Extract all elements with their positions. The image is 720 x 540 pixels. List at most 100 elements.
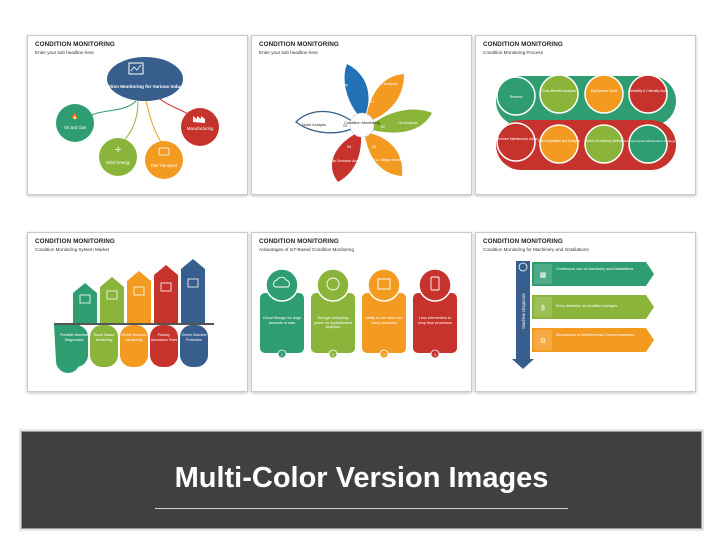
svg-text:Equipment Audit: Equipment Audit (591, 89, 617, 93)
machinery-diagram: Machine Diagnosis ▦ $ ⚙ Continuous use o… (512, 261, 654, 369)
node-oil-gas (56, 104, 94, 142)
process-diagram: Review Cost-Benefit Analysis Equipment A… (494, 74, 676, 170)
brain-gear-icon (326, 277, 340, 291)
svg-text:04: 04 (347, 144, 352, 149)
slide-title: CONDITION MONITORING (35, 41, 115, 48)
calendar-icon: ▦ (540, 272, 547, 279)
card-2 (311, 268, 355, 359)
slide-subtitle: Enter your sub headline here (259, 50, 318, 55)
fire-icon: 🔥 (71, 112, 78, 120)
machines-icon (377, 278, 391, 290)
node-label: Rail Transport (151, 163, 178, 168)
vertical-label: Machine Diagnosis (521, 293, 526, 328)
petal-label: Vibration Analysis (368, 82, 397, 86)
petal-label: Oil Analysis (398, 121, 417, 125)
robot-arm-icon (518, 262, 528, 272)
slide-petals[interactable]: CONDITION MONITORING Enter your sub head… (251, 35, 472, 195)
card-3 (362, 268, 406, 359)
center-bubble (107, 57, 183, 101)
slide-market[interactable]: CONDITION MONITORING Condition Monitorin… (27, 232, 248, 392)
item-online-monitoring (120, 325, 148, 367)
row-3: ⚙ (532, 328, 654, 352)
item-online-protection (180, 325, 208, 367)
iot-cards: 1 2 3 4 Cloud Storage for large amounts … (260, 268, 457, 359)
svg-text:2: 2 (332, 353, 334, 357)
slide-subtitle: Enter your sub headline here (35, 50, 94, 55)
money-icon: $ (541, 305, 545, 312)
petal-acoustic (331, 133, 362, 182)
node-label: Manufacturing (187, 126, 214, 131)
factory-test-icon (160, 282, 172, 292)
petal-label: Thermography (324, 83, 348, 87)
petal-label: Current & Voltage Monitoring (364, 158, 409, 162)
slide-title: CONDITION MONITORING (259, 41, 339, 48)
slide-machinery[interactable]: CONDITION MONITORING Condition Monitorin… (475, 232, 696, 392)
slide-title: CONDITION MONITORING (483, 41, 563, 48)
center-label: Condition Monitoring (344, 120, 380, 125)
petal-vibration (366, 74, 404, 121)
petal-noise (295, 110, 355, 134)
slide-subtitle: Condition Monitoring for Machinery and I… (483, 247, 589, 252)
step-equipment-audit (584, 74, 624, 114)
slide-iot-advantages[interactable]: CONDITION MONITORING Advantages of IoT-B… (251, 232, 472, 392)
svg-text:Select Appropriate Maintenance: Select Appropriate Maintenance Strategy (621, 139, 676, 143)
petal-oil (371, 109, 432, 133)
petal-thermography (344, 64, 369, 118)
center-label: Condition Monitoring for Various Industr… (98, 84, 193, 89)
gears-icon: ⚙ (540, 337, 546, 345)
industries-diagram: Condition Monitoring for Various Industr… (56, 57, 219, 179)
svg-text:3: 3 (383, 353, 385, 357)
cloud-icon (273, 276, 290, 288)
step-cost-benefit (539, 74, 579, 114)
mobile-icon (430, 276, 440, 291)
svg-text:Reliability & Criticality Audi: Reliability & Criticality Audit (628, 89, 668, 93)
svg-text:Cost-Benefit Analysis: Cost-Benefit Analysis (542, 89, 576, 93)
node-wind-energy (99, 138, 137, 176)
node-manufacturing (181, 108, 219, 146)
slide-process[interactable]: CONDITION MONITORING Condition Monitorin… (475, 35, 696, 195)
monitor-icon (128, 62, 144, 75)
diagnostics-icon (79, 294, 91, 304)
wind-turbine-icon: ✢ (115, 146, 121, 154)
step-select-strategy (628, 124, 668, 164)
down-arrow-icon (512, 359, 534, 369)
route-icon (106, 290, 118, 300)
svg-text:03: 03 (372, 144, 377, 149)
svg-text:Select Monitoring Method: Select Monitoring Method (585, 139, 624, 143)
step-select-method (584, 124, 624, 164)
banner-title: Multi-Color Version Images (174, 462, 549, 494)
item-route (90, 325, 118, 367)
svg-text:Data Acquisition and Analysis: Data Acquisition and Analysis (538, 139, 580, 143)
row-1: ▦ (532, 262, 654, 286)
banner: Multi-Color Version Images (21, 431, 702, 529)
petal-label: Noise Analysis (302, 123, 326, 127)
svg-text:Determine Maintenance Action: Determine Maintenance Action (494, 137, 538, 141)
petal-label: Acoustic Emission Analysis (323, 159, 365, 163)
slide-title: CONDITION MONITORING (35, 238, 115, 245)
slide-title: CONDITION MONITORING (259, 238, 339, 245)
svg-text:01: 01 (370, 99, 375, 104)
online-monitor-icon (133, 286, 145, 296)
vertical-arrow-body (516, 261, 530, 361)
svg-text:02: 02 (381, 124, 386, 129)
banner-divider (155, 508, 568, 509)
petal-current (365, 133, 403, 176)
train-icon (158, 147, 170, 156)
svg-text:4: 4 (434, 353, 436, 357)
item-factory (150, 325, 178, 367)
center-circle (349, 112, 375, 138)
step-data-acquisition (539, 124, 579, 164)
svg-text:06: 06 (347, 102, 352, 107)
protection-icon (187, 278, 199, 288)
node-rail-transport (145, 141, 183, 179)
slide-subtitle: Condition Monitoring System Market (35, 247, 110, 252)
row-2: $ (532, 295, 654, 319)
item-portable (60, 325, 88, 367)
step-review (496, 76, 536, 116)
petal-diagram: Condition Monitoring 01 Vibration Analys… (295, 64, 432, 182)
slide-industries[interactable]: CONDITION MONITORING Enter your sub head… (27, 35, 248, 195)
market-diagram: Portable Machine Diagnostics Route Based… (54, 259, 214, 373)
svg-text:1: 1 (281, 353, 283, 357)
step-determine (496, 122, 536, 162)
node-label: Oil and Gas (64, 125, 86, 130)
